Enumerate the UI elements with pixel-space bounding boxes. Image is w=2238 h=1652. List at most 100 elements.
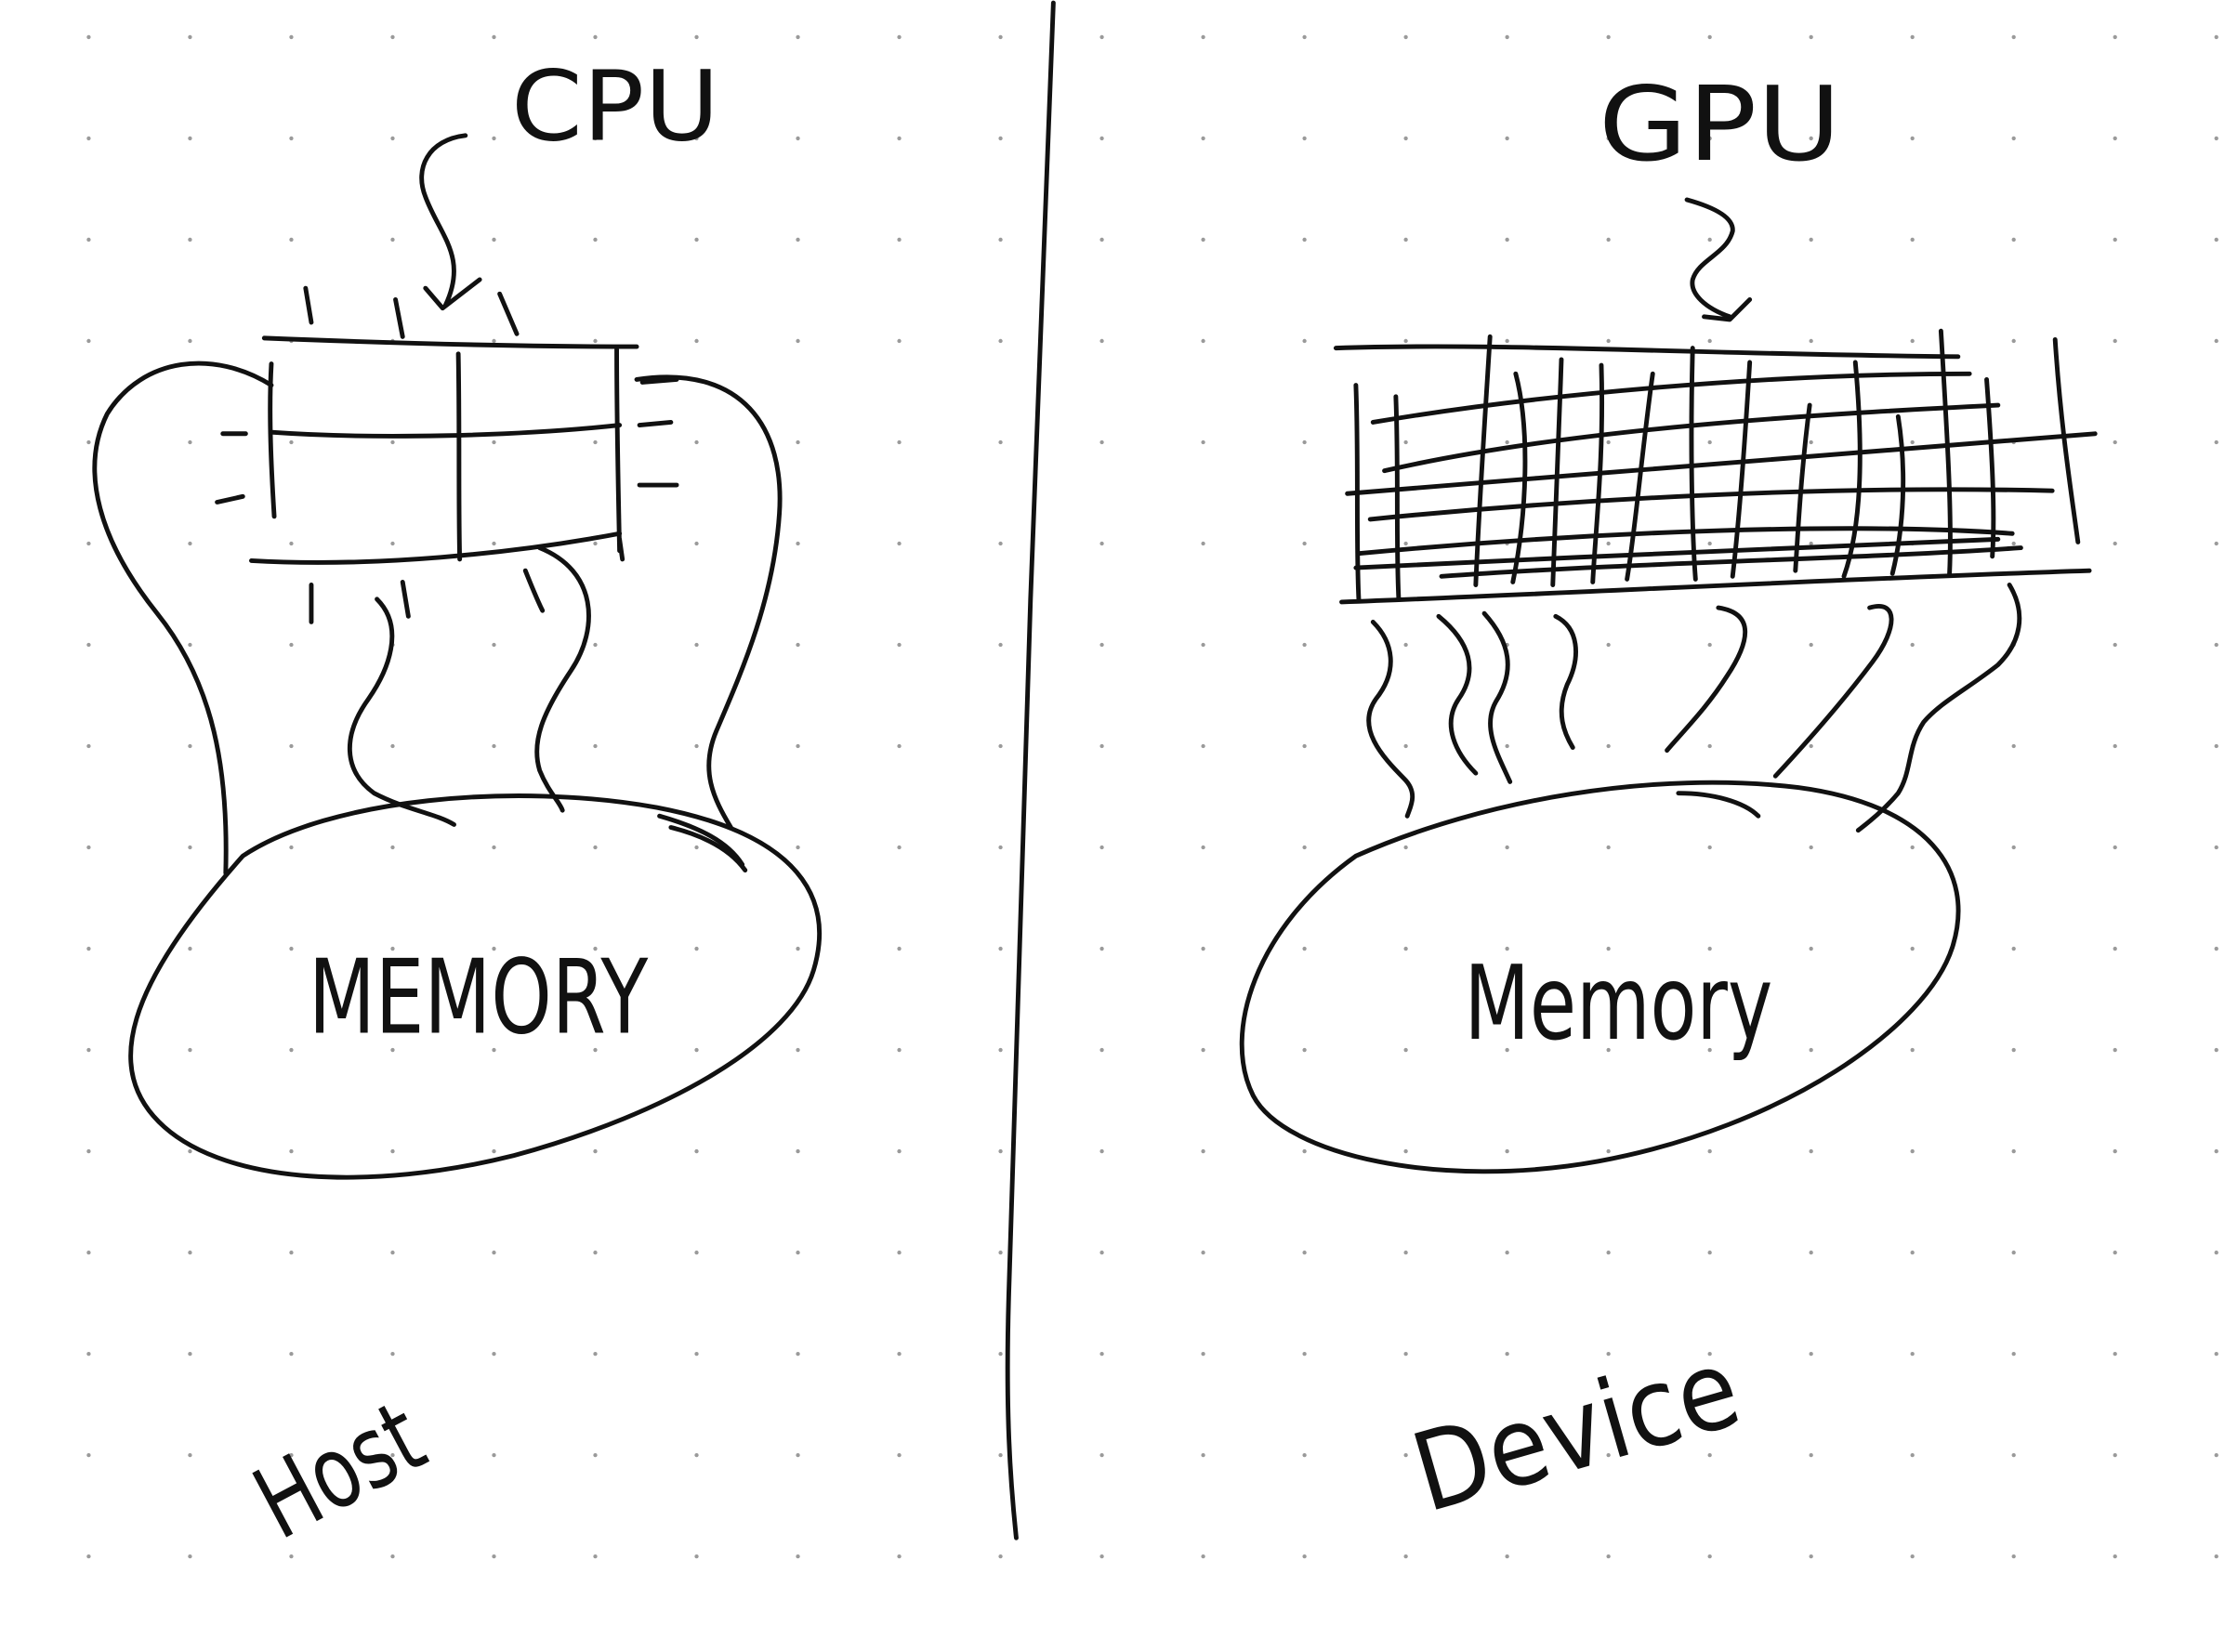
grid-dot	[1606, 1452, 1611, 1458]
grid-dot	[1606, 1250, 1611, 1255]
grid-dot	[897, 541, 902, 546]
grid-dot	[2214, 743, 2218, 749]
grid-dot	[188, 1148, 192, 1154]
device-memory-blob	[1239, 780, 1961, 1174]
grid-dot	[390, 1148, 395, 1154]
grid-dot	[796, 136, 800, 141]
gpu-grid	[1333, 328, 2098, 605]
grid-dot	[188, 136, 192, 141]
grid-dot	[2011, 1351, 2016, 1357]
grid-dot	[1403, 743, 1408, 749]
grid-dot	[1302, 439, 1307, 445]
grid-dot	[188, 1047, 192, 1053]
grid-dot	[1302, 136, 1307, 141]
grid-dot	[2113, 237, 2117, 243]
grid-dot	[86, 541, 91, 546]
grid-dot	[1302, 1351, 1307, 1357]
grid-dot	[1302, 1148, 1307, 1154]
grid-dot	[390, 1250, 395, 1255]
grid-dot	[1302, 541, 1307, 546]
grid-dot	[1606, 34, 1611, 40]
grid-dot	[1809, 439, 1813, 445]
device-memory-label: Memory	[1465, 944, 1773, 1064]
grid-dot	[2011, 946, 2016, 951]
grid-dot	[694, 946, 699, 951]
grid-dot	[694, 1047, 699, 1053]
grid-dot	[1707, 237, 1712, 243]
grid-dot	[1606, 1148, 1611, 1154]
grid-dot	[1099, 845, 1104, 850]
grid-dot	[1910, 845, 1915, 850]
grid-dot	[1809, 743, 1813, 749]
grid-dot	[593, 743, 598, 749]
grid-dot	[2011, 1047, 2016, 1053]
grid-dot	[492, 642, 496, 648]
grid-dot	[86, 1452, 91, 1458]
grid-dot	[289, 743, 294, 749]
grid-dot	[86, 34, 91, 40]
grid-dot	[796, 1452, 800, 1458]
grid-dot	[2214, 34, 2218, 40]
grid-dot	[1606, 946, 1611, 951]
grid-dot	[1910, 642, 1915, 648]
grid-dot	[1201, 136, 1205, 141]
grid-dot	[86, 338, 91, 344]
grid-dot	[1403, 1351, 1408, 1357]
grid-dot	[2011, 743, 2016, 749]
grid-dot	[289, 1250, 294, 1255]
grid-dot	[897, 743, 902, 749]
grid-dot	[694, 1452, 699, 1458]
grid-dot	[998, 136, 1003, 141]
grid-dot	[998, 1452, 1003, 1458]
grid-dot	[1505, 1351, 1509, 1357]
grid-dot	[1809, 845, 1813, 850]
grid-dot	[1302, 1047, 1307, 1053]
grid-dot	[897, 338, 902, 344]
grid-dot	[2113, 136, 2117, 141]
grid-dot	[492, 136, 496, 141]
grid-dot	[2214, 1351, 2218, 1357]
grid-dot	[86, 1351, 91, 1357]
grid-dot	[1606, 1047, 1611, 1053]
grid-dot	[1707, 338, 1712, 344]
grid-dot	[1606, 439, 1611, 445]
grid-dot	[1403, 1250, 1408, 1255]
grid-dot	[188, 439, 192, 445]
grid-dot	[593, 1554, 598, 1559]
grid-dot	[1302, 1554, 1307, 1559]
grid-dot	[1809, 136, 1813, 141]
grid-dot	[1201, 743, 1205, 749]
grid-dot	[86, 237, 91, 243]
grid-dot	[390, 1452, 395, 1458]
grid-dot	[1403, 845, 1408, 850]
grid-dot	[2011, 237, 2016, 243]
grid-dot	[390, 541, 395, 546]
grid-dot	[796, 34, 800, 40]
grid-dot	[998, 1148, 1003, 1154]
grid-dot	[1809, 1554, 1813, 1559]
grid-dot	[2214, 1047, 2218, 1053]
grid-dot	[796, 946, 800, 951]
grid-dot	[390, 743, 395, 749]
grid-dot	[1099, 1250, 1104, 1255]
grid-dot	[1910, 1452, 1915, 1458]
grid-dot	[1707, 1148, 1712, 1154]
grid-dot	[593, 338, 598, 344]
grid-dot	[2113, 1351, 2117, 1357]
divider-line	[1005, 0, 1056, 1541]
grid-dot	[1201, 541, 1205, 546]
grid-dot	[998, 1554, 1003, 1559]
grid-dot	[289, 34, 294, 40]
grid-dot	[1099, 1554, 1104, 1559]
grid-dot	[1910, 946, 1915, 951]
grid-dot	[1606, 237, 1611, 243]
grid-dot	[390, 1351, 395, 1357]
grid-dot	[2214, 541, 2218, 546]
gpu-label: GPU	[1599, 65, 1841, 185]
grid-dot	[897, 34, 902, 40]
grid-dot	[1201, 1554, 1205, 1559]
grid-dot	[1403, 946, 1408, 951]
device-memory-bus	[1366, 583, 2022, 833]
grid-dot	[593, 1047, 598, 1053]
